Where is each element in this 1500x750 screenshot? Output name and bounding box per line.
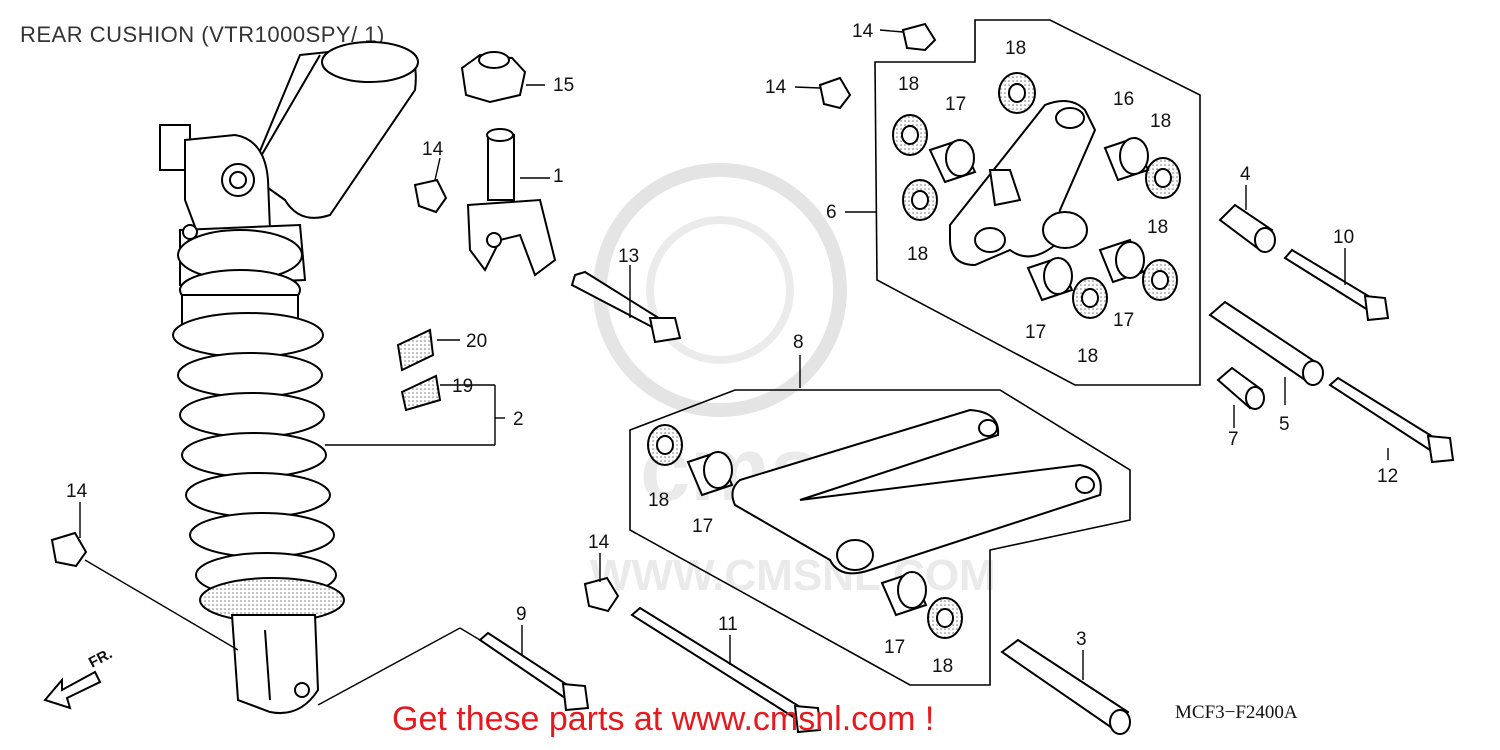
connecting-rod-8[interactable] — [731, 408, 1102, 575]
callout-18-h: 18 — [932, 656, 953, 677]
needle-bearing-17-e[interactable] — [880, 571, 928, 617]
collar-5[interactable] — [1208, 300, 1324, 386]
bearing-18-f[interactable] — [1072, 277, 1108, 319]
callout-3: 3 — [1076, 629, 1087, 650]
collar-4[interactable] — [1218, 203, 1276, 253]
needle-bearing-17-c[interactable] — [1026, 256, 1074, 302]
needle-bearing-17-b[interactable] — [1098, 238, 1145, 284]
leader-lines — [79, 29, 1389, 706]
bearing-18-g[interactable] — [647, 424, 683, 466]
callout-11: 11 — [718, 614, 738, 635]
collar-3[interactable] — [1000, 638, 1131, 735]
needle-bearing-16[interactable] — [1103, 136, 1150, 182]
bearing-18-c[interactable] — [902, 179, 938, 221]
front-direction-arrow: FR. — [43, 645, 115, 710]
callout-18-f: 18 — [1077, 346, 1098, 367]
rear-shock-absorber[interactable] — [159, 41, 419, 714]
callout-13: 13 — [618, 246, 639, 267]
nut-14-lower-center[interactable] — [583, 576, 620, 613]
callout-18-b: 18 — [898, 74, 919, 95]
callout-labels: 1 2 3 4 5 6 7 8 9 10 11 12 13 14 14 14 1… — [66, 21, 1398, 677]
bolt-13[interactable] — [570, 270, 682, 344]
diagram-code: MCF3−F2400A — [1175, 702, 1298, 723]
callout-14-top-right: 14 — [852, 21, 874, 42]
collar-7[interactable] — [1216, 366, 1265, 410]
nut-14-lower-left[interactable] — [50, 531, 88, 568]
callout-18-a: 18 — [1005, 38, 1026, 59]
callout-7: 7 — [1228, 429, 1239, 450]
callout-15: 15 — [553, 75, 574, 96]
callout-20: 20 — [466, 331, 487, 352]
promo-link[interactable]: Get these parts at www.cmsnl.com ! — [392, 700, 935, 738]
callout-1: 1 — [553, 166, 564, 187]
callout-14-lower-left: 14 — [66, 481, 88, 502]
callout-18-c: 18 — [907, 244, 928, 265]
stopper-rubber-19[interactable] — [400, 374, 442, 412]
stopper-rubber-20[interactable] — [396, 328, 435, 372]
callout-18-e: 18 — [1147, 217, 1168, 238]
diagram-title: REAR CUSHION (VTR1000SPY/ 1) — [20, 22, 385, 47]
shock-link-6[interactable] — [949, 100, 1097, 267]
bolt-10[interactable] — [1283, 248, 1390, 322]
bolt-12[interactable] — [1328, 376, 1455, 464]
callout-16: 16 — [1113, 89, 1134, 110]
nut-14-top-right[interactable] — [901, 22, 937, 52]
callout-18-d: 18 — [1150, 111, 1171, 132]
callout-5: 5 — [1279, 414, 1290, 435]
nut-14-mid-right[interactable] — [818, 76, 852, 110]
callout-8: 8 — [793, 332, 804, 353]
shock-bracket-1[interactable] — [466, 128, 557, 277]
callout-17-e: 17 — [884, 637, 905, 658]
bolt-11[interactable] — [630, 606, 822, 734]
bearing-18-d[interactable] — [1145, 157, 1181, 199]
front-marker-label: FR. — [86, 645, 115, 671]
callout-6: 6 — [826, 202, 837, 223]
nut-15[interactable] — [460, 51, 527, 104]
callout-14-mid-right: 14 — [765, 77, 787, 98]
bearing-18-h[interactable] — [927, 597, 963, 639]
needle-bearing-17-d[interactable] — [686, 450, 734, 497]
bearing-18-e[interactable] — [1142, 259, 1178, 301]
callout-2: 2 — [513, 409, 524, 430]
callout-4: 4 — [1240, 164, 1251, 185]
group-6-outline — [874, 19, 1201, 386]
callout-10: 10 — [1333, 227, 1354, 248]
needle-bearing-17-a[interactable] — [928, 138, 977, 184]
bolt-9[interactable] — [478, 631, 590, 712]
bearing-18-a[interactable] — [998, 72, 1036, 114]
callout-12: 12 — [1377, 466, 1398, 487]
bearing-18-b[interactable] — [892, 114, 928, 156]
callout-19: 19 — [452, 376, 473, 397]
group-8-outline — [629, 389, 1131, 686]
callout-14-lower-center: 14 — [588, 532, 610, 553]
watermark-url: WWW.CMSNL.COM — [590, 551, 996, 600]
callout-9: 9 — [516, 604, 527, 625]
callout-17-b: 17 — [1113, 310, 1134, 331]
callout-14-left-center: 14 — [422, 139, 444, 160]
callout-18-g: 18 — [648, 490, 669, 511]
callout-17-a: 17 — [945, 94, 966, 115]
callout-17-c: 17 — [1025, 322, 1046, 343]
nut-14-left-center[interactable] — [413, 178, 448, 214]
callout-17-d: 17 — [692, 516, 713, 537]
